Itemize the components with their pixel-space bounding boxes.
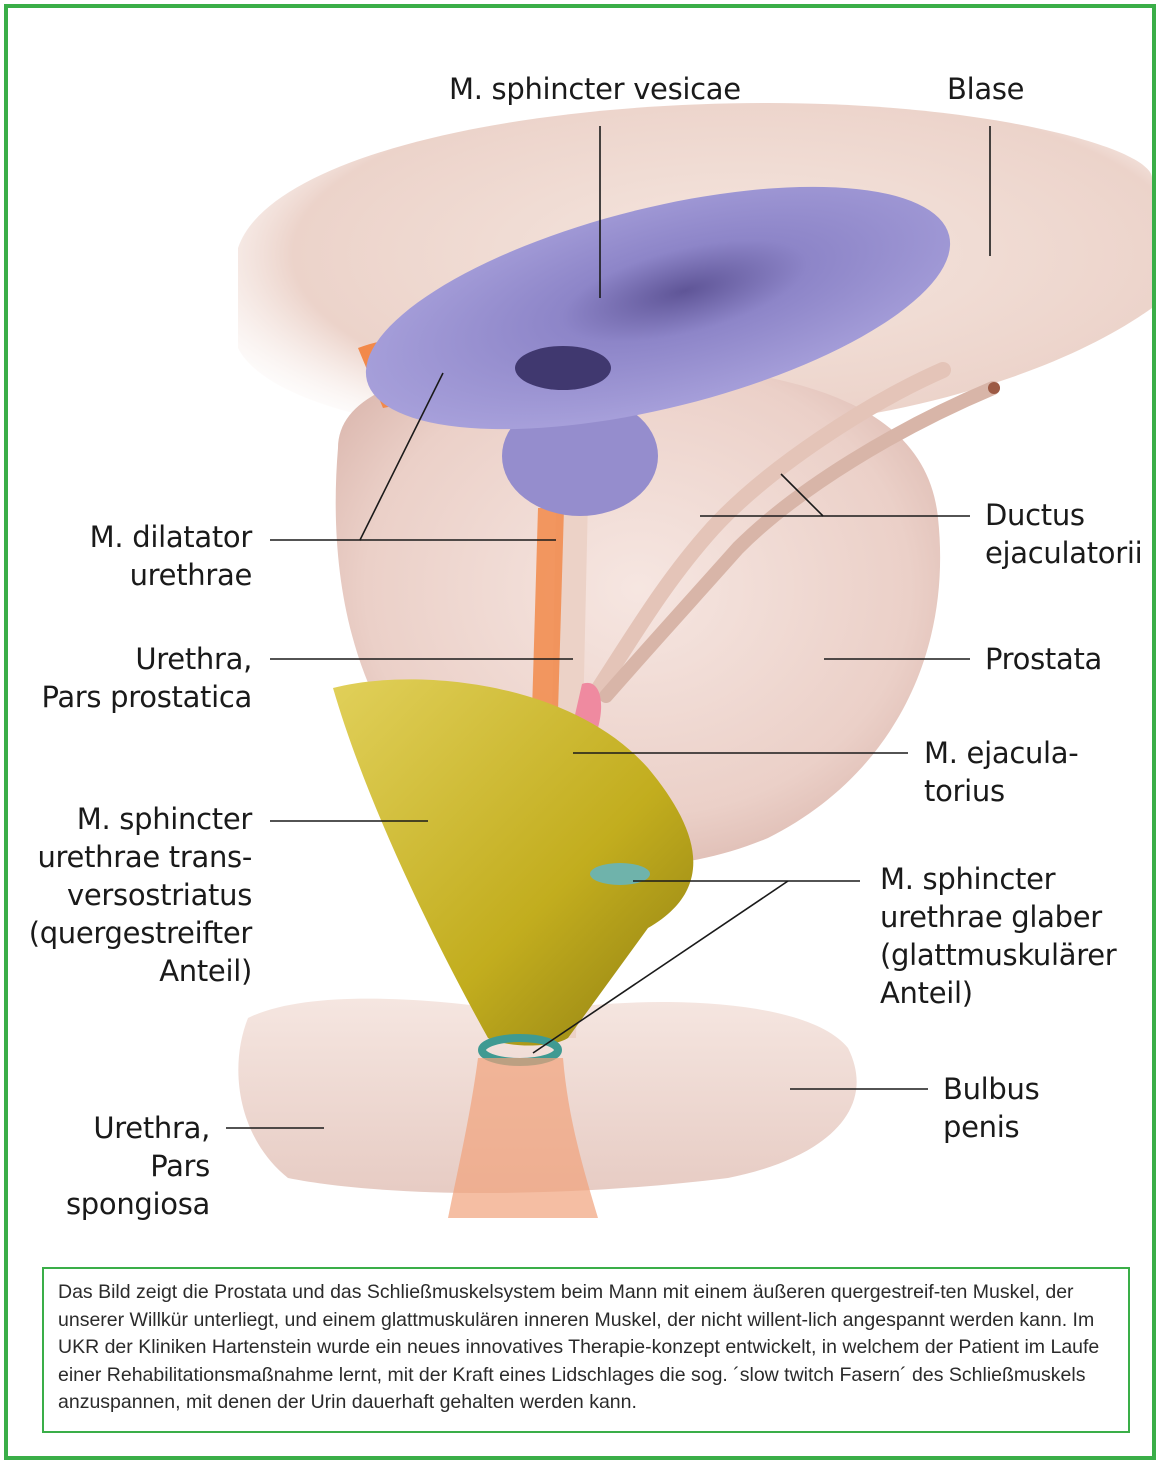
label-ejaculatorius: M. ejacula- torius [924, 734, 1078, 810]
label-urethra-spongiosa: Urethra, Pars spongiosa [28, 1109, 210, 1223]
figure-frame: M. sphincter vesicae Blase M. dilatator … [4, 4, 1156, 1460]
label-sphincter-glaber: M. sphincter urethrae glaber (glattmusku… [880, 860, 1116, 1012]
label-bulbus-penis: Bulbus penis [943, 1070, 1039, 1146]
label-dilatator-urethrae: M. dilatator urethrae [48, 518, 252, 594]
sphincter-vesicae-opening [515, 346, 611, 390]
label-urethra-prostatica: Urethra, Pars prostatica [18, 640, 252, 716]
label-blase: Blase [947, 70, 1024, 108]
label-ductus-ejaculatorii: Ductus ejaculatorii [985, 496, 1142, 572]
label-prostata: Prostata [985, 640, 1102, 678]
label-sphincter-vesicae: M. sphincter vesicae [449, 70, 741, 108]
label-sphincter-transversostriatus: M. sphincter urethrae trans- versostriat… [8, 800, 252, 990]
ductus-end [988, 382, 1000, 394]
caption-box: Das Bild zeigt die Prostata und das Schl… [42, 1267, 1130, 1433]
